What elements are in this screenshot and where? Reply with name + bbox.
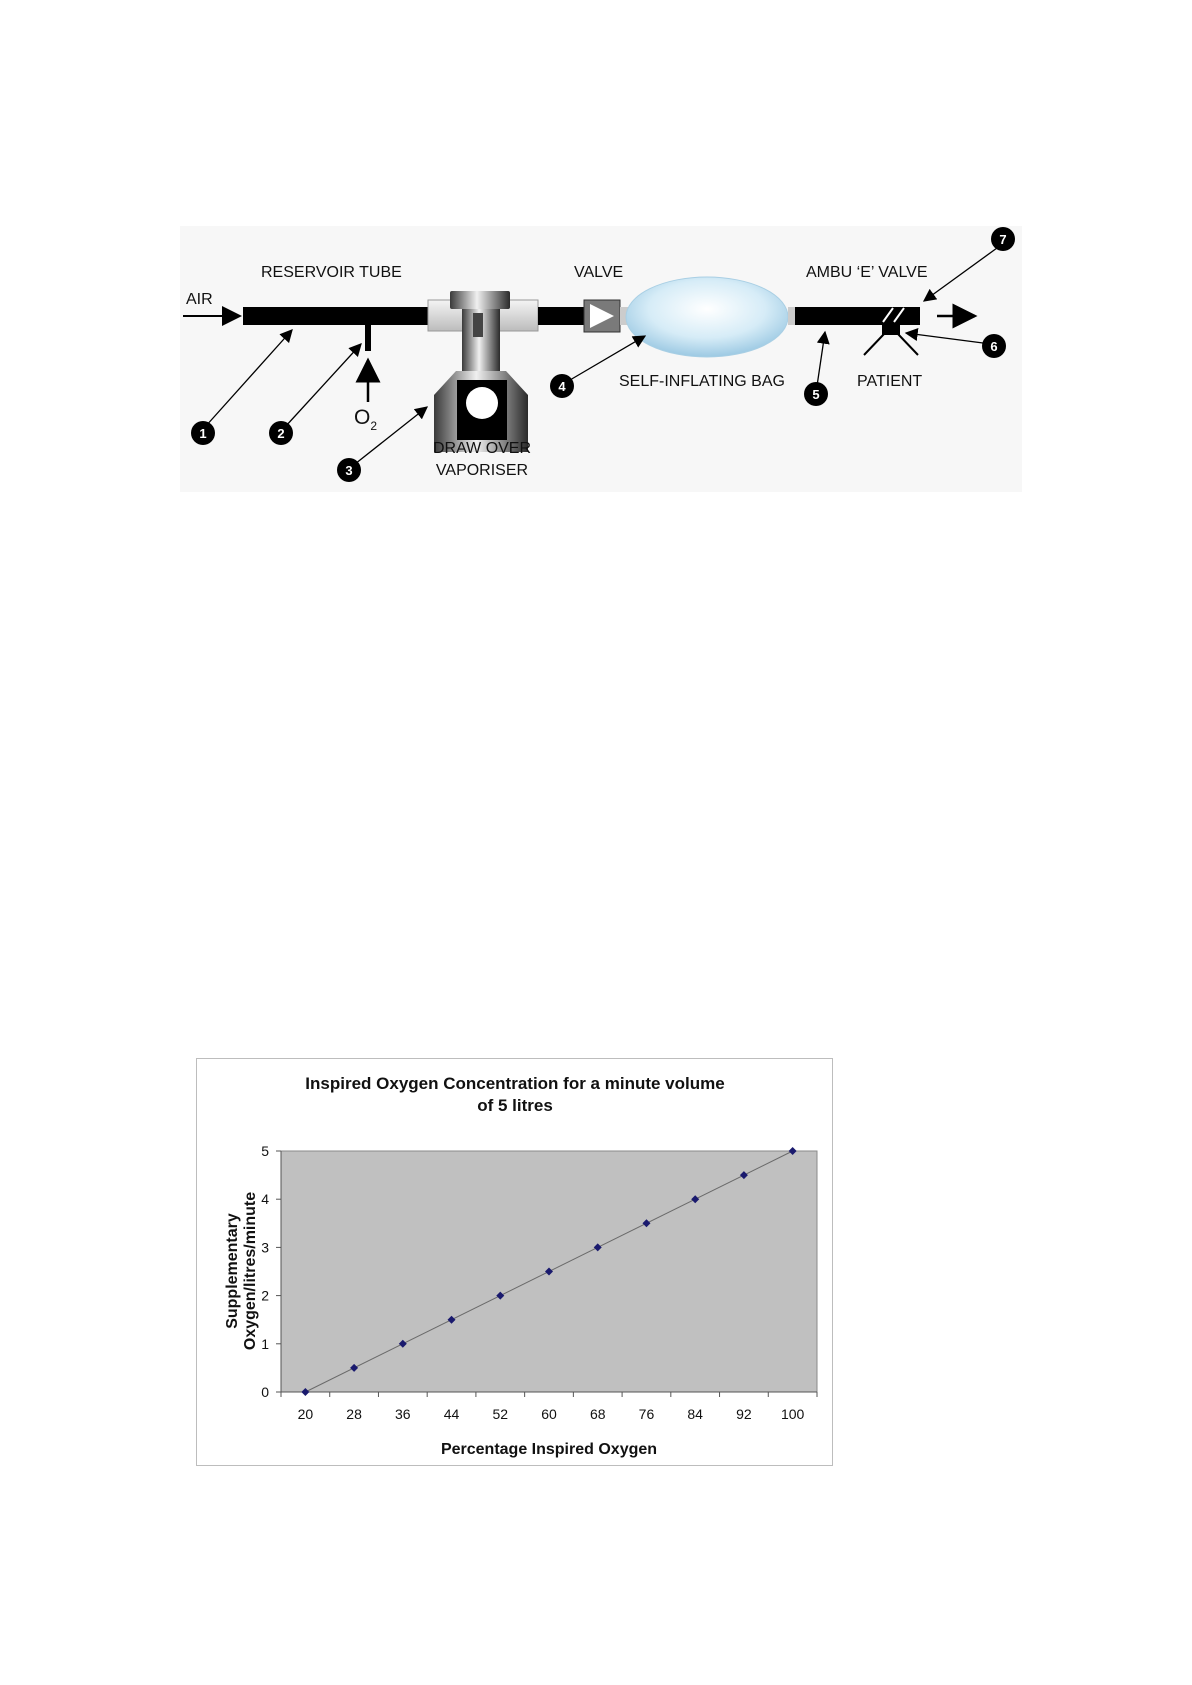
oxygen-inlet-pipe — [365, 325, 371, 351]
self-inflating-bag-label: SELF-INFLATING BAG — [619, 373, 785, 390]
callout-3: 3 — [337, 458, 361, 482]
callout-4: 4 — [550, 374, 574, 398]
y-tick-label: 0 — [261, 1384, 269, 1400]
patient-tube — [795, 307, 920, 325]
callout-5: 5 — [804, 382, 828, 406]
x-tick-label: 20 — [298, 1406, 314, 1422]
connecting-tube — [538, 307, 584, 325]
chart-y-axis-label: Supplementary Oxygen/litres/minute — [224, 1192, 259, 1350]
x-tick-label: 76 — [639, 1406, 655, 1422]
svg-text:2: 2 — [277, 426, 284, 441]
x-tick-label: 68 — [590, 1406, 606, 1422]
self-inflating-bag — [626, 277, 788, 357]
bag-outlet-collar — [788, 307, 795, 325]
chart-title-line2: of 5 litres — [477, 1096, 553, 1115]
reservoir-tube — [243, 307, 428, 325]
callout-2: 2 — [269, 421, 293, 445]
oxygen-chart: Inspired Oxygen Concentration for a minu… — [197, 1059, 832, 1465]
valve-label: VALVE — [574, 264, 623, 281]
x-tick-label: 52 — [492, 1406, 508, 1422]
x-tick-label: 92 — [736, 1406, 752, 1422]
patient-label: PATIENT — [857, 373, 922, 390]
x-tick-label: 36 — [395, 1406, 411, 1422]
callout-6: 6 — [982, 334, 1006, 358]
y-tick-label: 1 — [261, 1336, 269, 1352]
x-tick-label: 28 — [346, 1406, 362, 1422]
x-tick-label: 44 — [444, 1406, 460, 1422]
chart-y-axis-label-line1: Supplementary — [224, 1213, 241, 1329]
oxygen-chart-panel: Inspired Oxygen Concentration for a minu… — [196, 1058, 833, 1466]
chart-x-axis: 20 28 36 44 52 60 68 76 84 92 100 — [281, 1392, 817, 1422]
y-tick-label: 5 — [261, 1143, 269, 1159]
chart-x-axis-label: Percentage Inspired Oxygen — [441, 1441, 657, 1458]
y-tick-label: 4 — [261, 1191, 269, 1207]
draw-over-label-line1: DRAW OVER — [433, 440, 531, 457]
breathing-system-diagram: AIR RESERVOIR TUBE O2 DRAW OVER VAPORISE… — [0, 0, 1192, 520]
y-tick-label: 3 — [261, 1239, 269, 1255]
vaporiser-window-gauge — [466, 387, 498, 419]
patient-connector — [882, 325, 900, 335]
chart-title-line1: Inspired Oxygen Concentration for a minu… — [305, 1074, 724, 1093]
svg-text:6: 6 — [990, 339, 997, 354]
callout-7: 7 — [991, 227, 1015, 251]
ambu-valve-label: AMBU ‘E’ VALVE — [806, 264, 928, 281]
chart-y-axis-label-line2: Oxygen/litres/minute — [242, 1192, 259, 1350]
callout-1: 1 — [191, 421, 215, 445]
vaporiser-cap — [450, 291, 510, 309]
svg-text:4: 4 — [558, 379, 566, 394]
x-tick-label: 100 — [781, 1406, 805, 1422]
svg-text:1: 1 — [199, 426, 206, 441]
reservoir-tube-label: RESERVOIR TUBE — [261, 264, 402, 281]
svg-text:3: 3 — [345, 463, 352, 478]
x-tick-label: 84 — [687, 1406, 703, 1422]
svg-text:7: 7 — [999, 232, 1006, 247]
svg-text:5: 5 — [812, 387, 819, 402]
air-label: AIR — [186, 291, 213, 308]
chart-y-axis: 0 1 2 3 4 5 — [261, 1143, 281, 1400]
vaporiser-dial-marker — [473, 313, 483, 337]
draw-over-label-line2: VAPORISER — [436, 462, 528, 479]
y-tick-label: 2 — [261, 1288, 269, 1304]
x-tick-label: 60 — [541, 1406, 557, 1422]
